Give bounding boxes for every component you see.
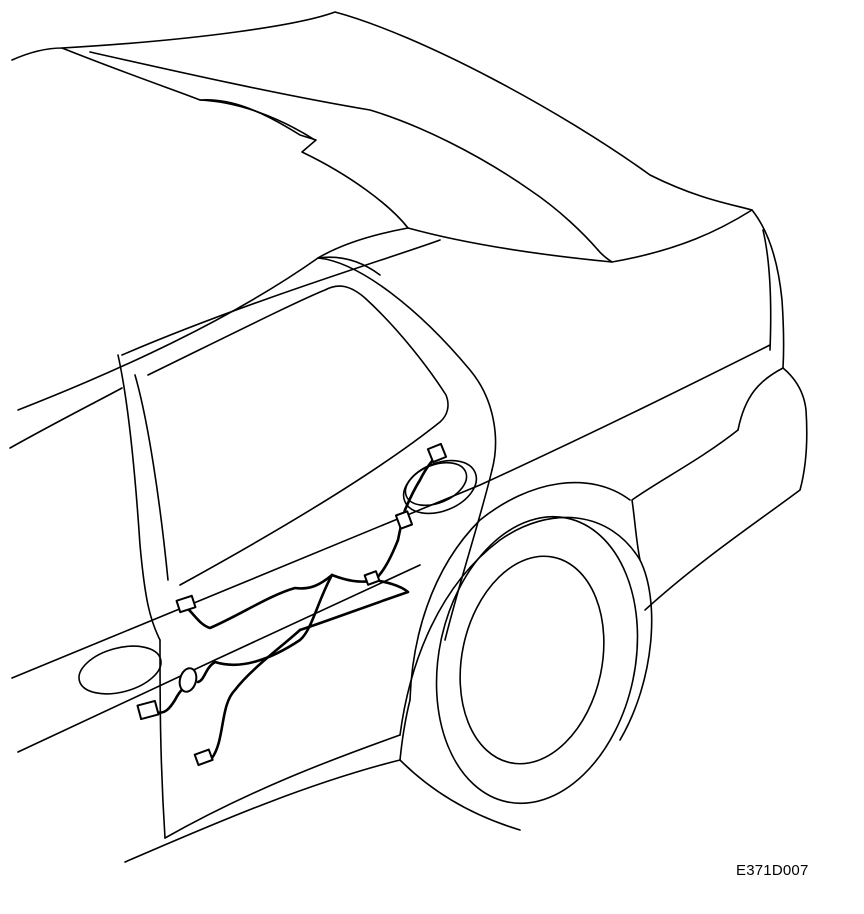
harness-connectors [136,442,448,767]
body-side-lines [9,239,771,753]
wiring-harness [153,453,440,760]
rear-wheel [399,481,653,805]
connector-fuel-door [426,442,448,464]
roof-outline [11,11,753,251]
trunk-outline [631,209,808,611]
connector-lower-left [136,699,160,721]
connector-upper-left [175,594,197,614]
connector-pillar [394,510,414,530]
connector-mid [363,570,381,586]
grommet-door [178,667,198,693]
fuel-door [402,459,478,515]
connector-bottom [193,748,214,767]
door-handle-recess [78,645,162,695]
diagram-code-label: E371D007 [736,862,809,879]
door-window-frame [117,257,497,641]
door-lower-edge [124,639,521,863]
rear-window-outline [317,209,753,263]
